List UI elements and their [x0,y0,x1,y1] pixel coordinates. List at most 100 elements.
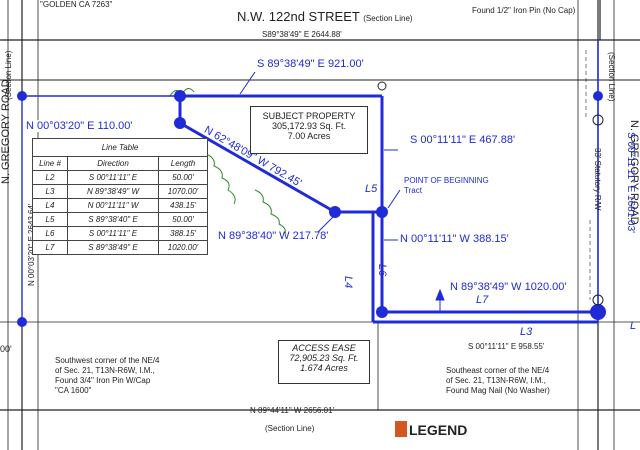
table-cell: S 00°11'11" E [67,226,159,241]
top-right-note: Found 1/2" Iron Pin (No Cap) [472,6,576,15]
monument-access-se [376,306,388,318]
monument-pob [376,206,388,218]
se-note-2: of Sec. 21, T13N-R6W, I.M., [446,376,546,385]
table-cell: N 00°11'11" W [67,198,159,213]
label-l-edge: L [630,320,637,332]
pin-right-top [592,114,604,126]
right-road-bearing: S 00°11'11" E 1681.03' [625,132,636,234]
table-cell: 388.15' [158,226,208,241]
southwest-corner-note: Southwest corner of the NE/4 of Sec. 21,… [55,356,160,396]
table-cell: 50.00' [158,170,208,185]
bottom-section-tag: (Section Line) [265,424,315,433]
monument-ne-top [377,81,387,91]
sw-note-2: of Sec. 21, T13N-R6W, I.M., [55,366,155,375]
label-l5: L5 [365,183,378,195]
table-cell: L6 [32,226,68,241]
arrow-pob [387,189,401,209]
tract-boundary [21,40,599,324]
subject-area: 305,172.93 Sq. Ft. [271,121,347,131]
table-cell: L3 [32,184,68,199]
table-cell: S 89°38'40" E [67,212,159,227]
bearing-south-east: S 00°11'11" E 958.55' [468,342,545,351]
access-easement-box: ACCESS EASE 72,905.23 Sq. Ft. 1.674 Acre… [278,340,370,384]
boundary-diagonal [179,121,336,214]
bearing-east: S 00°11'11" E 467.88' [410,134,516,146]
label-l4: L4 [342,276,354,289]
bearing-north: S 89°38'49" E 921.00' [257,58,364,70]
access-title: ACCESS EASE [292,343,356,353]
legend-heading: LEGEND [395,421,467,438]
bearing-mid: N 00°11'11" W 388.15' [400,233,509,245]
table-cell: 438.15' [158,198,208,213]
right-statutory: 33' Statutory R/W [593,148,602,211]
se-note-1: Southeast corner of the NE/4 [446,366,550,375]
monument-east-low [590,304,606,320]
legend-mark-icon [395,421,407,437]
bearing-access: N 89°38'49" W 1020.00' [450,281,567,293]
pob-sub: Tract [404,186,422,195]
point-of-beginning: POINT OF BEGINNING Tract [404,176,489,196]
table-cell: L7 [32,240,68,255]
top-street-tag: (Section Line) [363,14,413,23]
arrow-short [317,215,335,233]
monument-left-low [17,317,27,327]
pin-symbols [592,114,604,306]
monument-tract-sw [329,206,341,218]
access-area: 72,905.23 Sq. Ft. [289,353,359,363]
line-table-title: Line Table [32,138,208,157]
monument-east-road [593,91,603,101]
monument-tract-w [174,117,186,129]
tree-line-lower [254,189,286,235]
bearing-west: N 00°03'20" E 110.00' [26,120,133,132]
top-left-note: "GOLDEN CA 7263" [40,0,113,9]
label-l6: L6 [376,264,388,277]
label-l3: L3 [520,326,533,338]
table-cell: L4 [32,198,68,213]
table-cell: 1020.00' [158,240,208,255]
left-edge-fragment: 00' [0,344,12,354]
arrow-north [239,71,256,95]
monument-nw-section [17,91,27,101]
pob-title: POINT OF BEGINNING [404,176,489,185]
label-arrows [239,71,445,312]
bearing-short: N 89°38'40" W 217.78' [218,230,329,242]
subject-property-box: SUBJECT PROPERTY 305,172.93 Sq. Ft. 7.00… [250,106,368,154]
table-cell: S 00°11'11" E [67,170,159,185]
table-cell: N 89°38'49" W [67,184,159,199]
line-table-header: Line # [32,156,68,171]
table-cell: S 89°38'49" E [67,240,159,255]
table-cell: L2 [32,170,68,185]
subject-title: SUBJECT PROPERTY [262,111,356,121]
se-note-3: Found Mag Nail (No Washer) [446,386,550,395]
sw-note-3: Found 3/4" Iron Pin W/Cap [55,376,151,385]
subject-acres: 7.00 Acres [287,131,331,141]
pin-right-mid [592,294,604,306]
bottom-section-bearing: N 89°44'11" W 2656.01' [250,406,335,415]
legend-text: LEGEND [409,422,468,438]
table-cell: L5 [32,212,68,227]
monuments [17,81,606,327]
table-cell: 1070.00' [158,184,208,199]
monument-tract-nw [174,90,186,102]
right-section-tag: (Section Line) [607,52,616,102]
line-table-header: Length [158,156,208,171]
table-cell: 50.00' [158,212,208,227]
southeast-corner-note: Southeast corner of the NE/4 of Sec. 21,… [446,366,550,396]
sw-note-1: Southwest corner of the NE/4 [55,356,160,365]
left-section-tag: (Section Line) [4,50,13,100]
sw-note-4: "CA 1600" [55,386,92,395]
access-acres: 1.674 Acres [300,363,348,373]
label-l7: L7 [476,294,489,306]
top-street-bearing: S89°38'49" E 2644.88' [262,30,342,39]
top-street-name: N.W. 122nd STREET (Section Line) [237,9,413,24]
line-table-header: Direction [67,156,159,171]
